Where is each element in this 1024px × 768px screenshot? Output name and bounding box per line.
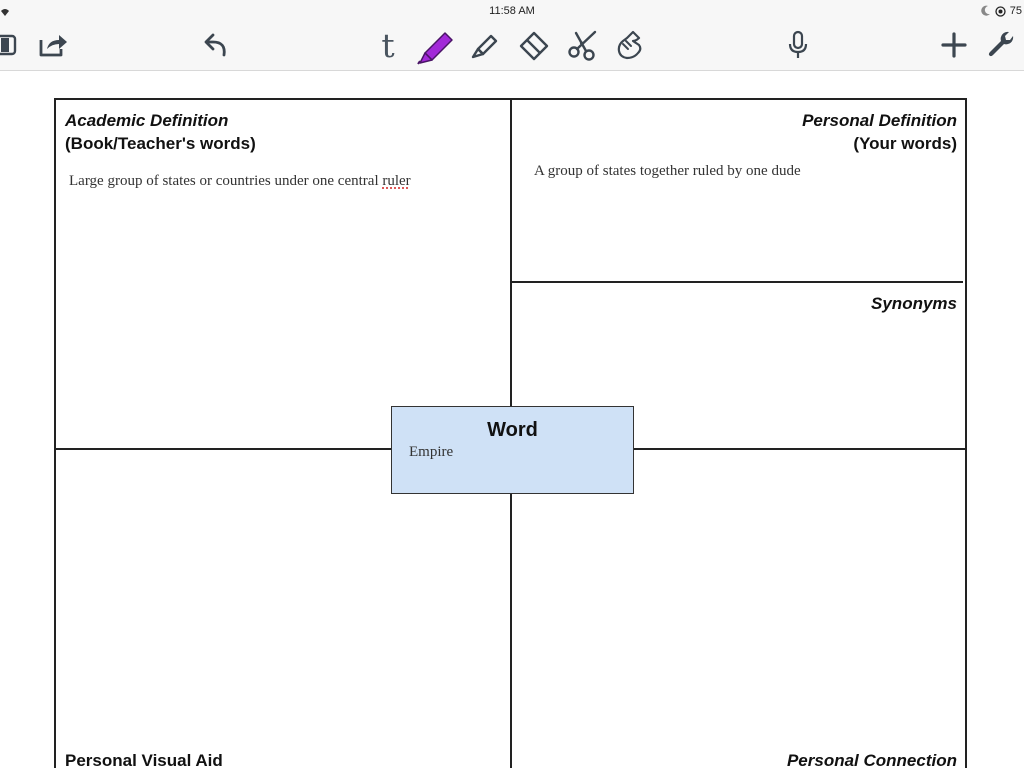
academic-definition-text-main: Large group of states or countries under…: [69, 173, 383, 189]
academic-definition-text[interactable]: Large group of states or countries under…: [69, 173, 411, 190]
word-value[interactable]: Empire: [409, 444, 454, 460]
pointing-hand-icon: [614, 29, 646, 61]
sidebar-toggle-button[interactable]: [0, 26, 24, 64]
moon-icon: [981, 5, 991, 17]
marker-pen-icon: [416, 25, 456, 65]
scissors-icon: [565, 28, 599, 62]
grid-center-vertical-top: [510, 98, 512, 406]
academic-definition-title: Academic Definition: [65, 111, 229, 130]
settings-button[interactable]: [982, 26, 1020, 64]
pen-tool-button[interactable]: [416, 25, 456, 65]
plus-icon: [940, 31, 968, 59]
text-tool-button[interactable]: t: [369, 26, 407, 64]
microphone-button[interactable]: [779, 26, 817, 64]
word-box[interactable]: Word Empire: [391, 406, 634, 494]
wifi-icon: [1, 3, 9, 16]
status-time: 11:58 AM: [489, 5, 535, 17]
battery-percent: 75: [1009, 5, 1022, 17]
personal-connection-title: Personal Connection: [786, 751, 957, 768]
location-icon: [995, 5, 1006, 17]
status-bar: 11:58 AM 75: [0, 0, 1024, 22]
grid-synonyms-divider: [512, 281, 963, 283]
frayer-model-document: Academic Definition (Book/Teacher's word…: [0, 71, 1024, 768]
grid-left-border: [54, 98, 56, 768]
undo-button[interactable]: [197, 26, 235, 64]
scissors-tool-button[interactable]: [563, 26, 601, 64]
wrench-icon: [986, 30, 1016, 60]
eraser-icon: [518, 29, 550, 61]
misspelled-word[interactable]: ruler: [382, 173, 411, 189]
grid-center-vertical-bottom: [510, 494, 512, 768]
academic-definition-subtitle: (Book/Teacher's words): [65, 134, 256, 153]
sidebar-icon: [0, 33, 17, 57]
undo-arrow-icon: [202, 31, 230, 59]
synonyms-title: Synonyms: [871, 294, 957, 313]
t-text-icon: t: [381, 25, 395, 65]
grid-right-border: [965, 98, 967, 768]
microphone-icon: [786, 30, 810, 60]
status-right: 75: [981, 4, 1022, 18]
share-icon: [37, 31, 69, 59]
grid-center-horizontal-left: [54, 448, 391, 450]
toolbar: t: [0, 22, 1024, 71]
personal-visual-aid-title: Personal Visual Aid: [65, 751, 223, 768]
word-title: Word: [487, 419, 538, 441]
share-button[interactable]: [34, 26, 72, 64]
grid-center-horizontal-right: [634, 448, 967, 450]
add-button[interactable]: [935, 26, 973, 64]
eraser-tool-button[interactable]: [515, 26, 553, 64]
personal-definition-title: Personal Definition: [802, 111, 957, 130]
highlighter-icon: [468, 29, 500, 61]
hand-tool-button[interactable]: [611, 26, 649, 64]
personal-definition-subtitle: (Your words): [853, 134, 957, 153]
highlighter-tool-button[interactable]: [465, 26, 503, 64]
personal-definition-text[interactable]: A group of states together ruled by one …: [534, 163, 801, 179]
